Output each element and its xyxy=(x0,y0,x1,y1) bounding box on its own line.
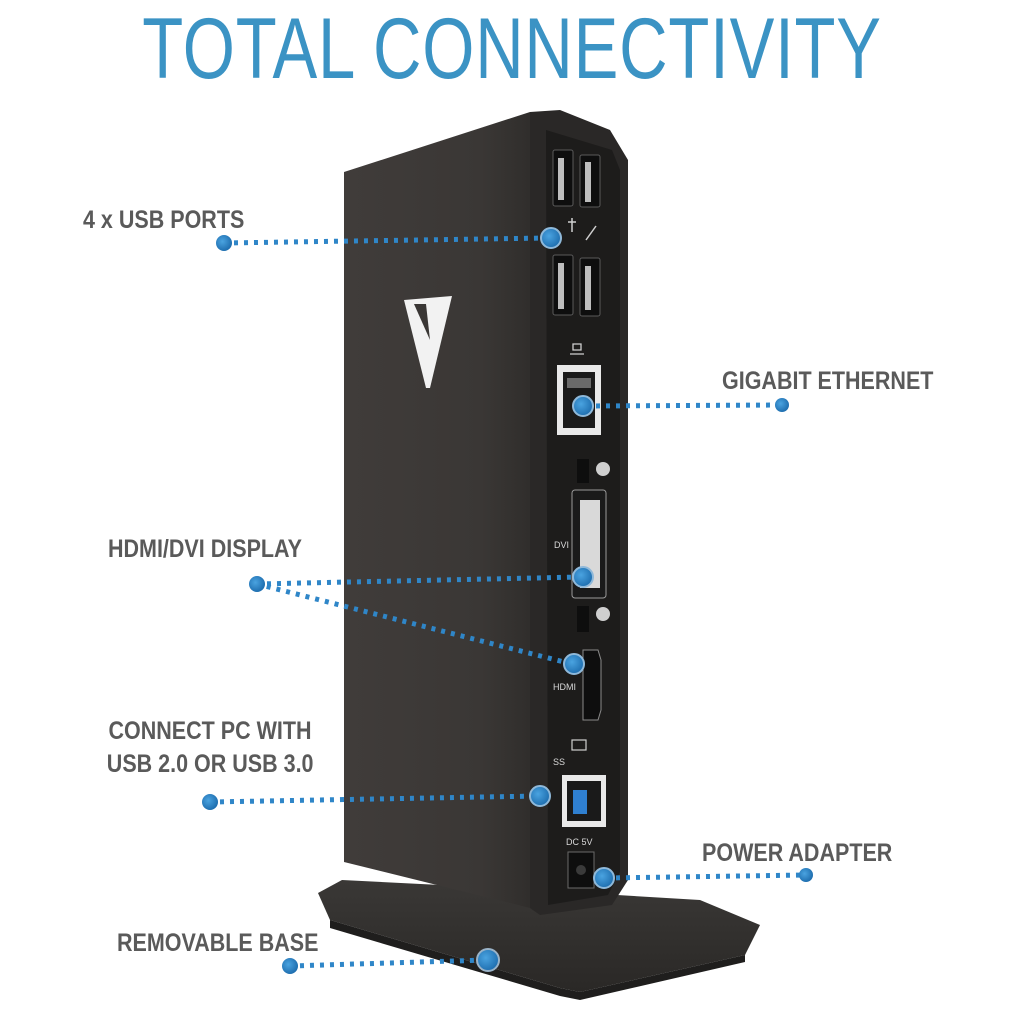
dc-power-port: DC 5V xyxy=(566,837,595,889)
dvi-text: DVI xyxy=(554,540,569,550)
label-connect-pc: CONNECT PC WITH USB 2.0 OR USB 3.0 xyxy=(90,716,330,779)
usb-port-group xyxy=(552,149,601,317)
label-usb-ports: 4 x USB PORTS xyxy=(83,206,245,234)
label-removable-base: REMOVABLE BASE xyxy=(117,929,319,957)
label-gigabit-ethernet: GIGABIT ETHERNET xyxy=(722,367,934,395)
usb-upstream-port: SS xyxy=(553,739,606,827)
hdmi-text: HDMI xyxy=(553,682,576,692)
page-title: TOTAL CONNECTIVITY xyxy=(142,1,882,97)
dc-text: DC 5V xyxy=(566,837,593,847)
label-hdmi-dvi-display: HDMI/DVI DISPLAY xyxy=(108,535,302,563)
label-connect-pc-line2: USB 2.0 OR USB 3.0 xyxy=(106,750,314,779)
label-power-adapter: POWER ADAPTER xyxy=(702,839,893,867)
removable-base xyxy=(318,880,760,1000)
hdmi-port: HDMI xyxy=(553,649,602,721)
label-connect-pc-line1: CONNECT PC WITH xyxy=(108,717,312,745)
leader-dots xyxy=(202,227,813,974)
ss-text: SS xyxy=(553,757,565,767)
brand-logo xyxy=(404,296,452,388)
leader-lines xyxy=(209,235,807,969)
